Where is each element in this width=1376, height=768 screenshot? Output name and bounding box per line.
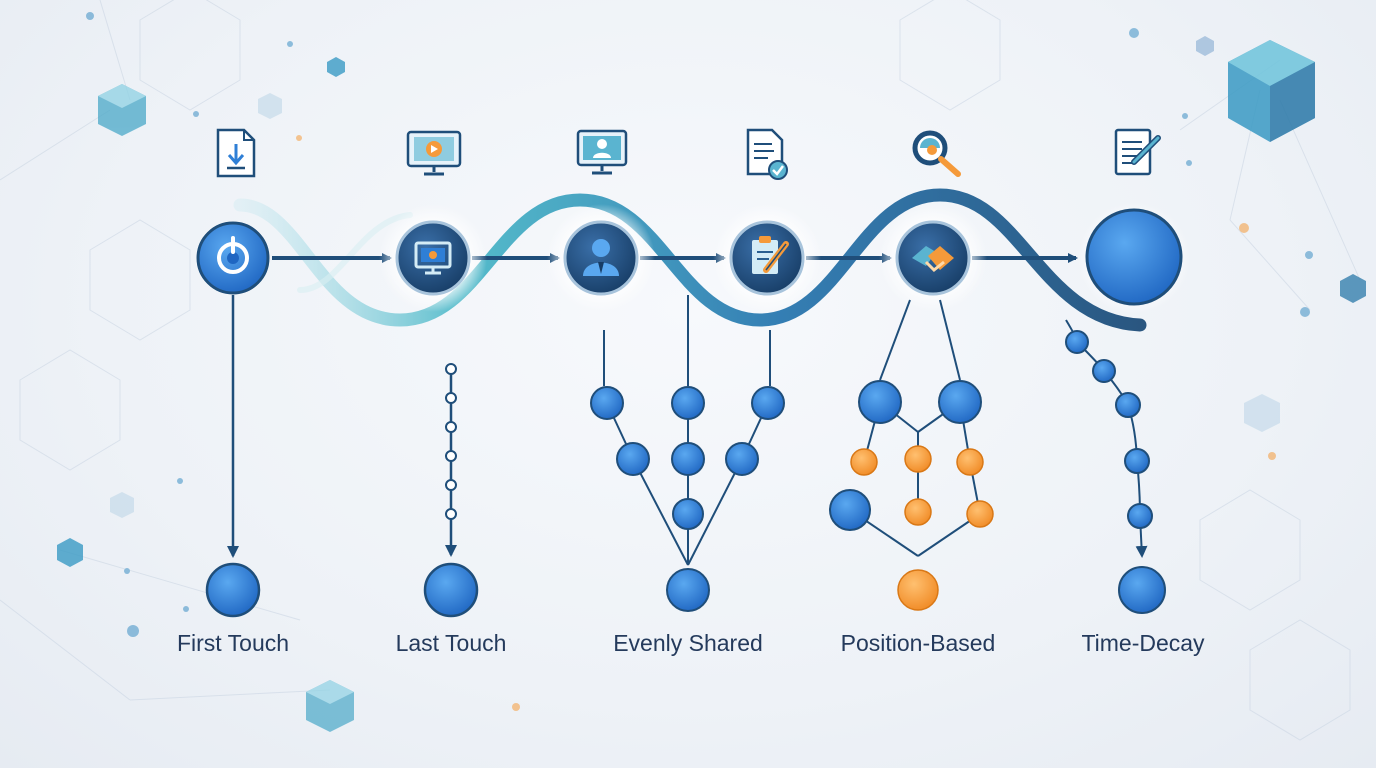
notepad-pencil-icon — [1114, 128, 1161, 176]
journey-node-3 — [547, 204, 655, 312]
journey-node-1 — [196, 221, 270, 295]
download-document-icon — [216, 128, 256, 178]
first-touch-model — [205, 295, 261, 618]
person-icon — [583, 239, 619, 276]
power-icon — [217, 236, 249, 274]
label-time-decay: Time-Decay — [1081, 630, 1205, 656]
journey-node-4 — [713, 204, 821, 312]
evenly-shared-model — [590, 295, 785, 612]
decorative-cubes — [57, 36, 1366, 732]
journey-node-2 — [379, 204, 487, 312]
checked-document-icon — [746, 128, 788, 180]
position-based-model — [829, 299, 994, 611]
journey-wave — [233, 188, 1147, 332]
journey-node-6 — [1078, 202, 1190, 314]
video-monitor-icon — [406, 130, 462, 176]
screen-icon — [414, 241, 452, 275]
time-decay-model — [1065, 319, 1166, 614]
journey-node-5 — [879, 204, 987, 312]
label-first-touch: First Touch — [176, 630, 290, 656]
user-monitor-icon — [576, 129, 628, 175]
last-touch-model — [423, 363, 479, 618]
clipboard-pencil-icon — [752, 236, 789, 274]
label-evenly-shared: Evenly Shared — [613, 630, 763, 656]
background-network — [0, 0, 1361, 741]
label-last-touch: Last Touch — [395, 630, 507, 656]
label-position-based: Position-Based — [840, 630, 996, 656]
handshake-icon — [912, 246, 954, 273]
magnifier-icon — [912, 130, 961, 177]
